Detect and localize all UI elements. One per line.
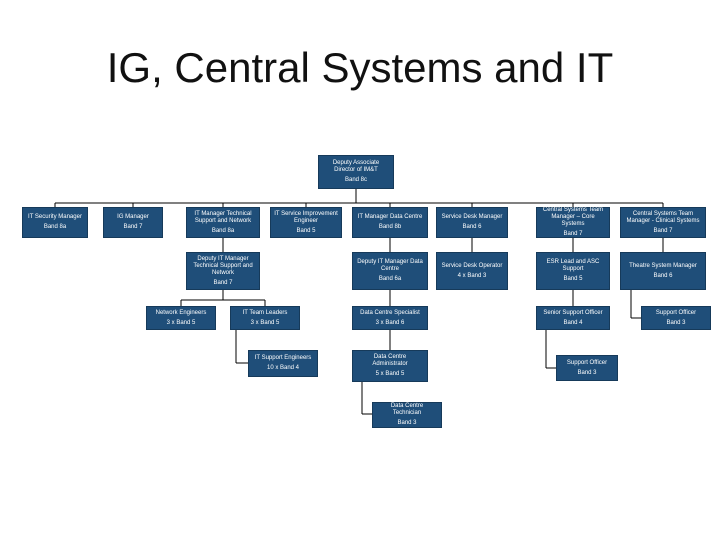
node-role: Deputy IT Manager Technical Support and … — [193, 255, 253, 276]
node-role: Data Centre Technician — [390, 403, 424, 416]
node-role: Deputy Associate Director of IM&T — [332, 160, 380, 173]
node-role: IT Manager Data Centre — [357, 214, 423, 220]
node-role: Central Systems Team Manager – Core Syst… — [542, 207, 604, 227]
node-it-service-improvement-engineer: IT Service Improvement Engineer Band 5 — [270, 207, 342, 238]
node-support-officer-theatre: Support Officer Band 3 — [641, 306, 711, 330]
node-band: Band 8a — [43, 224, 67, 230]
node-service-desk-operator: Service Desk Operator 4 x Band 3 — [436, 252, 508, 290]
node-it-support-engineers: IT Support Engineers 10 x Band 4 — [248, 350, 318, 377]
node-theatre-system-manager: Theatre System Manager Band 6 — [620, 252, 706, 290]
node-band: Band 7 — [123, 224, 143, 230]
node-band: Band 8b — [378, 224, 402, 230]
node-band: Band 5 — [296, 227, 316, 234]
node-role: Senior Support Officer — [543, 309, 603, 316]
node-role: IG Manager — [117, 214, 149, 220]
node-band: Band 7 — [653, 227, 673, 234]
node-it-manager-data-centre: IT Manager Data Centre Band 8b — [352, 207, 428, 238]
node-role: IT Manager Technical Support and Network — [194, 210, 252, 224]
node-esr-lead-asc-support: ESR Lead and ASC Support Band 5 — [536, 252, 610, 290]
node-it-manager-tech-support-network: IT Manager Technical Support and Network… — [186, 207, 260, 238]
node-role: IT Support Engineers — [254, 355, 312, 361]
node-role: Central Systems Team Manager - Clinical … — [626, 210, 700, 224]
node-band: 10 x Band 4 — [266, 365, 300, 371]
node-band: 3 x Band 6 — [375, 319, 405, 326]
node-band: Band 3 — [666, 319, 686, 326]
node-band: Band 6 — [462, 224, 482, 230]
node-role: Network Engineers — [155, 309, 207, 316]
node-role: IT Service Improvement Engineer — [274, 210, 338, 224]
node-role: Theatre System Manager — [629, 262, 697, 269]
node-role: Service Desk Operator — [441, 262, 503, 269]
node-band: Band 5 — [563, 276, 583, 282]
node-role: Support Officer — [655, 309, 697, 316]
node-deputy-associate-director: Deputy Associate Director of IM&T Band 8… — [318, 155, 394, 189]
node-band: Band 7 — [213, 279, 233, 286]
node-it-team-leaders: IT Team Leaders 3 x Band 5 — [230, 306, 300, 330]
node-ig-manager: IG Manager Band 7 — [103, 207, 163, 238]
node-band: 3 x Band 5 — [166, 319, 196, 326]
node-role: IT Team Leaders — [242, 309, 288, 316]
node-deputy-it-manager-data-centre: Deputy IT Manager Data Centre Band 6a — [352, 252, 428, 290]
node-band: 4 x Band 3 — [457, 272, 487, 279]
node-band: Band 6 — [653, 272, 673, 279]
node-senior-support-officer: Senior Support Officer Band 4 — [536, 306, 610, 330]
node-band: Band 3 — [577, 369, 597, 376]
node-band: Band 4 — [563, 319, 583, 326]
node-role: Service Desk Manager — [441, 214, 503, 220]
node-support-officer-core: Support Officer Band 3 — [556, 355, 618, 381]
node-band: Band 3 — [397, 420, 417, 426]
node-band: Band 7 — [563, 231, 583, 237]
node-band: Band 8c — [344, 177, 368, 183]
node-central-systems-clinical: Central Systems Team Manager - Clinical … — [620, 207, 706, 238]
node-it-security-manager: IT Security Manager Band 8a — [22, 207, 88, 238]
node-data-centre-specialist: Data Centre Specialist 3 x Band 6 — [352, 306, 428, 330]
node-band: 3 x Band 5 — [250, 319, 280, 326]
node-band: Band 8a — [211, 227, 235, 234]
node-role: Data Centre Administrator — [372, 354, 408, 367]
node-role: Data Centre Specialist — [360, 309, 420, 316]
node-data-centre-administrator: Data Centre Administrator 5 x Band 5 — [352, 350, 428, 382]
page-title: IG, Central Systems and IT — [106, 44, 614, 91]
node-role: Support Officer — [566, 359, 608, 366]
node-network-engineers: Network Engineers 3 x Band 5 — [146, 306, 216, 330]
node-service-desk-manager: Service Desk Manager Band 6 — [436, 207, 508, 238]
node-deputy-it-manager-tech-support: Deputy IT Manager Technical Support and … — [186, 252, 260, 290]
node-central-systems-core: Central Systems Team Manager – Core Syst… — [536, 207, 610, 238]
node-role: Deputy IT Manager Data Centre — [357, 259, 423, 272]
node-band: 5 x Band 5 — [375, 371, 405, 377]
node-band: Band 6a — [378, 276, 402, 282]
node-data-centre-technician: Data Centre Technician Band 3 — [372, 402, 442, 428]
node-role: IT Security Manager — [28, 214, 82, 220]
node-role: ESR Lead and ASC Support — [546, 259, 600, 272]
